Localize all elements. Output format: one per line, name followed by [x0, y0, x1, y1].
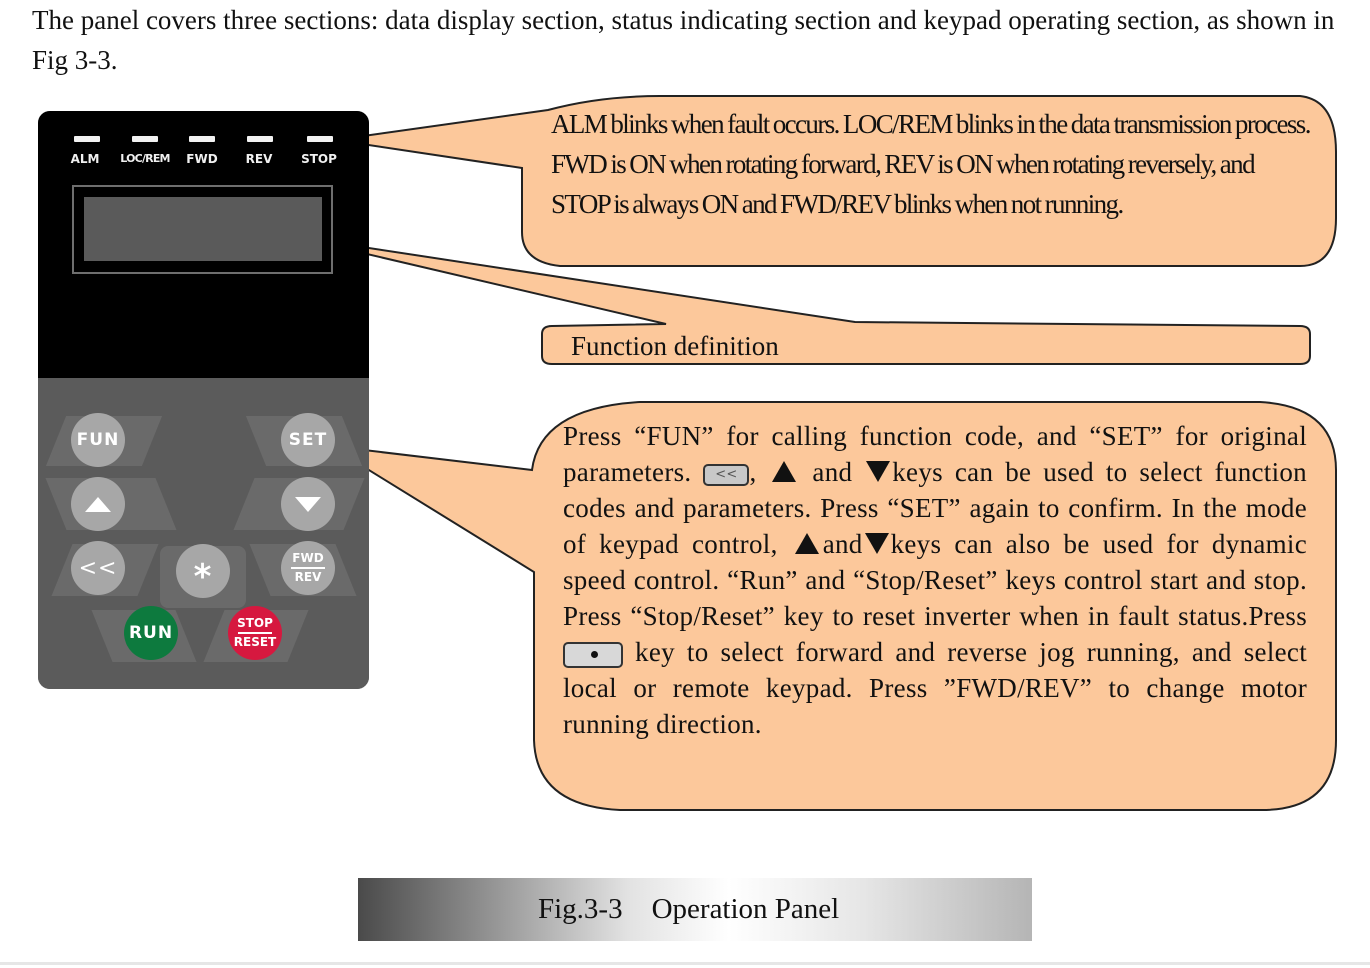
fwd-text: FWD [292, 551, 324, 565]
double-chevron-left-icon: << [715, 466, 738, 482]
divider [238, 632, 272, 634]
keypad-text-part: keys can also be used for dynamic speed … [563, 529, 1307, 631]
operation-panel: ALM LOC/REM FWD REV STOP FUN SET << [38, 111, 369, 689]
alm-led [74, 136, 100, 142]
down-triangle-icon [866, 461, 891, 483]
stop-reset-key-label: STOP RESET [234, 617, 276, 649]
dot-icon [591, 650, 598, 658]
loc-rem-led [132, 136, 158, 142]
double-chevron-left-icon: << [78, 555, 118, 581]
reset-text: RESET [233, 635, 277, 649]
fun-key[interactable]: FUN [71, 413, 125, 467]
keypad-text-part: Press “FUN” for calling function code, a… [563, 421, 1307, 487]
figure-caption-bar: Fig.3-3 Operation Panel [358, 878, 1032, 941]
keypad-section: FUN SET << * FWD REV RUN STO [38, 378, 369, 689]
intro-paragraph: The panel covers three sections: data di… [32, 5, 1335, 75]
stop-reset-key[interactable]: STOP RESET [228, 606, 282, 660]
fwd-rev-key-label: FWD REV [291, 552, 325, 584]
jog-key[interactable]: * [176, 544, 230, 598]
keypad-callout-text: Press “FUN” for calling function code, a… [563, 418, 1307, 742]
data-display-frame [72, 185, 333, 274]
stop-label: STOP [301, 152, 337, 166]
data-display-screen [84, 197, 322, 261]
keypad-text-part: key to select forward and reverse jog ru… [563, 637, 1307, 739]
keypad-text-part: and [822, 529, 863, 559]
jog-key-icon [563, 641, 623, 668]
shift-key[interactable]: << [71, 541, 125, 595]
run-key-label: RUN [128, 623, 174, 643]
up-triangle-icon [772, 461, 797, 483]
keypad-text-part: and [812, 457, 853, 487]
rev-text: REV [294, 570, 322, 584]
down-arrow-icon [295, 496, 321, 512]
alm-label: ALM [70, 152, 100, 166]
down-key[interactable] [281, 477, 335, 531]
fwd-led [189, 136, 215, 142]
status-display-section: ALM LOC/REM FWD REV STOP [38, 111, 369, 378]
loc-rem-label: LOC/REM [120, 152, 170, 165]
status-callout-bubble [334, 95, 1337, 267]
run-key[interactable]: RUN [124, 606, 178, 660]
up-arrow-icon [85, 496, 111, 512]
figure-caption: Fig.3-3 Operation Panel [538, 893, 840, 925]
status-callout-text: ALM blinks when fault occurs. LOC/REM bl… [551, 109, 1311, 219]
down-triangle-icon [864, 533, 889, 555]
page-bottom-rule [0, 962, 1370, 965]
fwd-label: FWD [186, 152, 218, 166]
asterisk-icon: * [193, 557, 213, 597]
divider [291, 567, 325, 569]
rev-led [247, 136, 273, 142]
fun-key-label: FUN [76, 430, 120, 450]
rev-label: REV [245, 152, 273, 166]
set-key[interactable]: SET [281, 413, 335, 467]
stop-text: STOP [237, 616, 273, 630]
keypad-text-part: , [749, 457, 757, 487]
stop-led [307, 136, 333, 142]
keypad-callout-bubble [329, 401, 1337, 811]
set-key-label: SET [288, 430, 328, 450]
display-callout-text: Function definition [571, 331, 779, 361]
shift-key-icon: << [703, 463, 750, 486]
keypad-text-part: keys can be used to select function code… [563, 457, 1307, 559]
up-triangle-icon [794, 533, 819, 555]
fwd-rev-key[interactable]: FWD REV [281, 541, 335, 595]
display-callout-bubble [289, 235, 1311, 365]
up-key[interactable] [71, 477, 125, 531]
